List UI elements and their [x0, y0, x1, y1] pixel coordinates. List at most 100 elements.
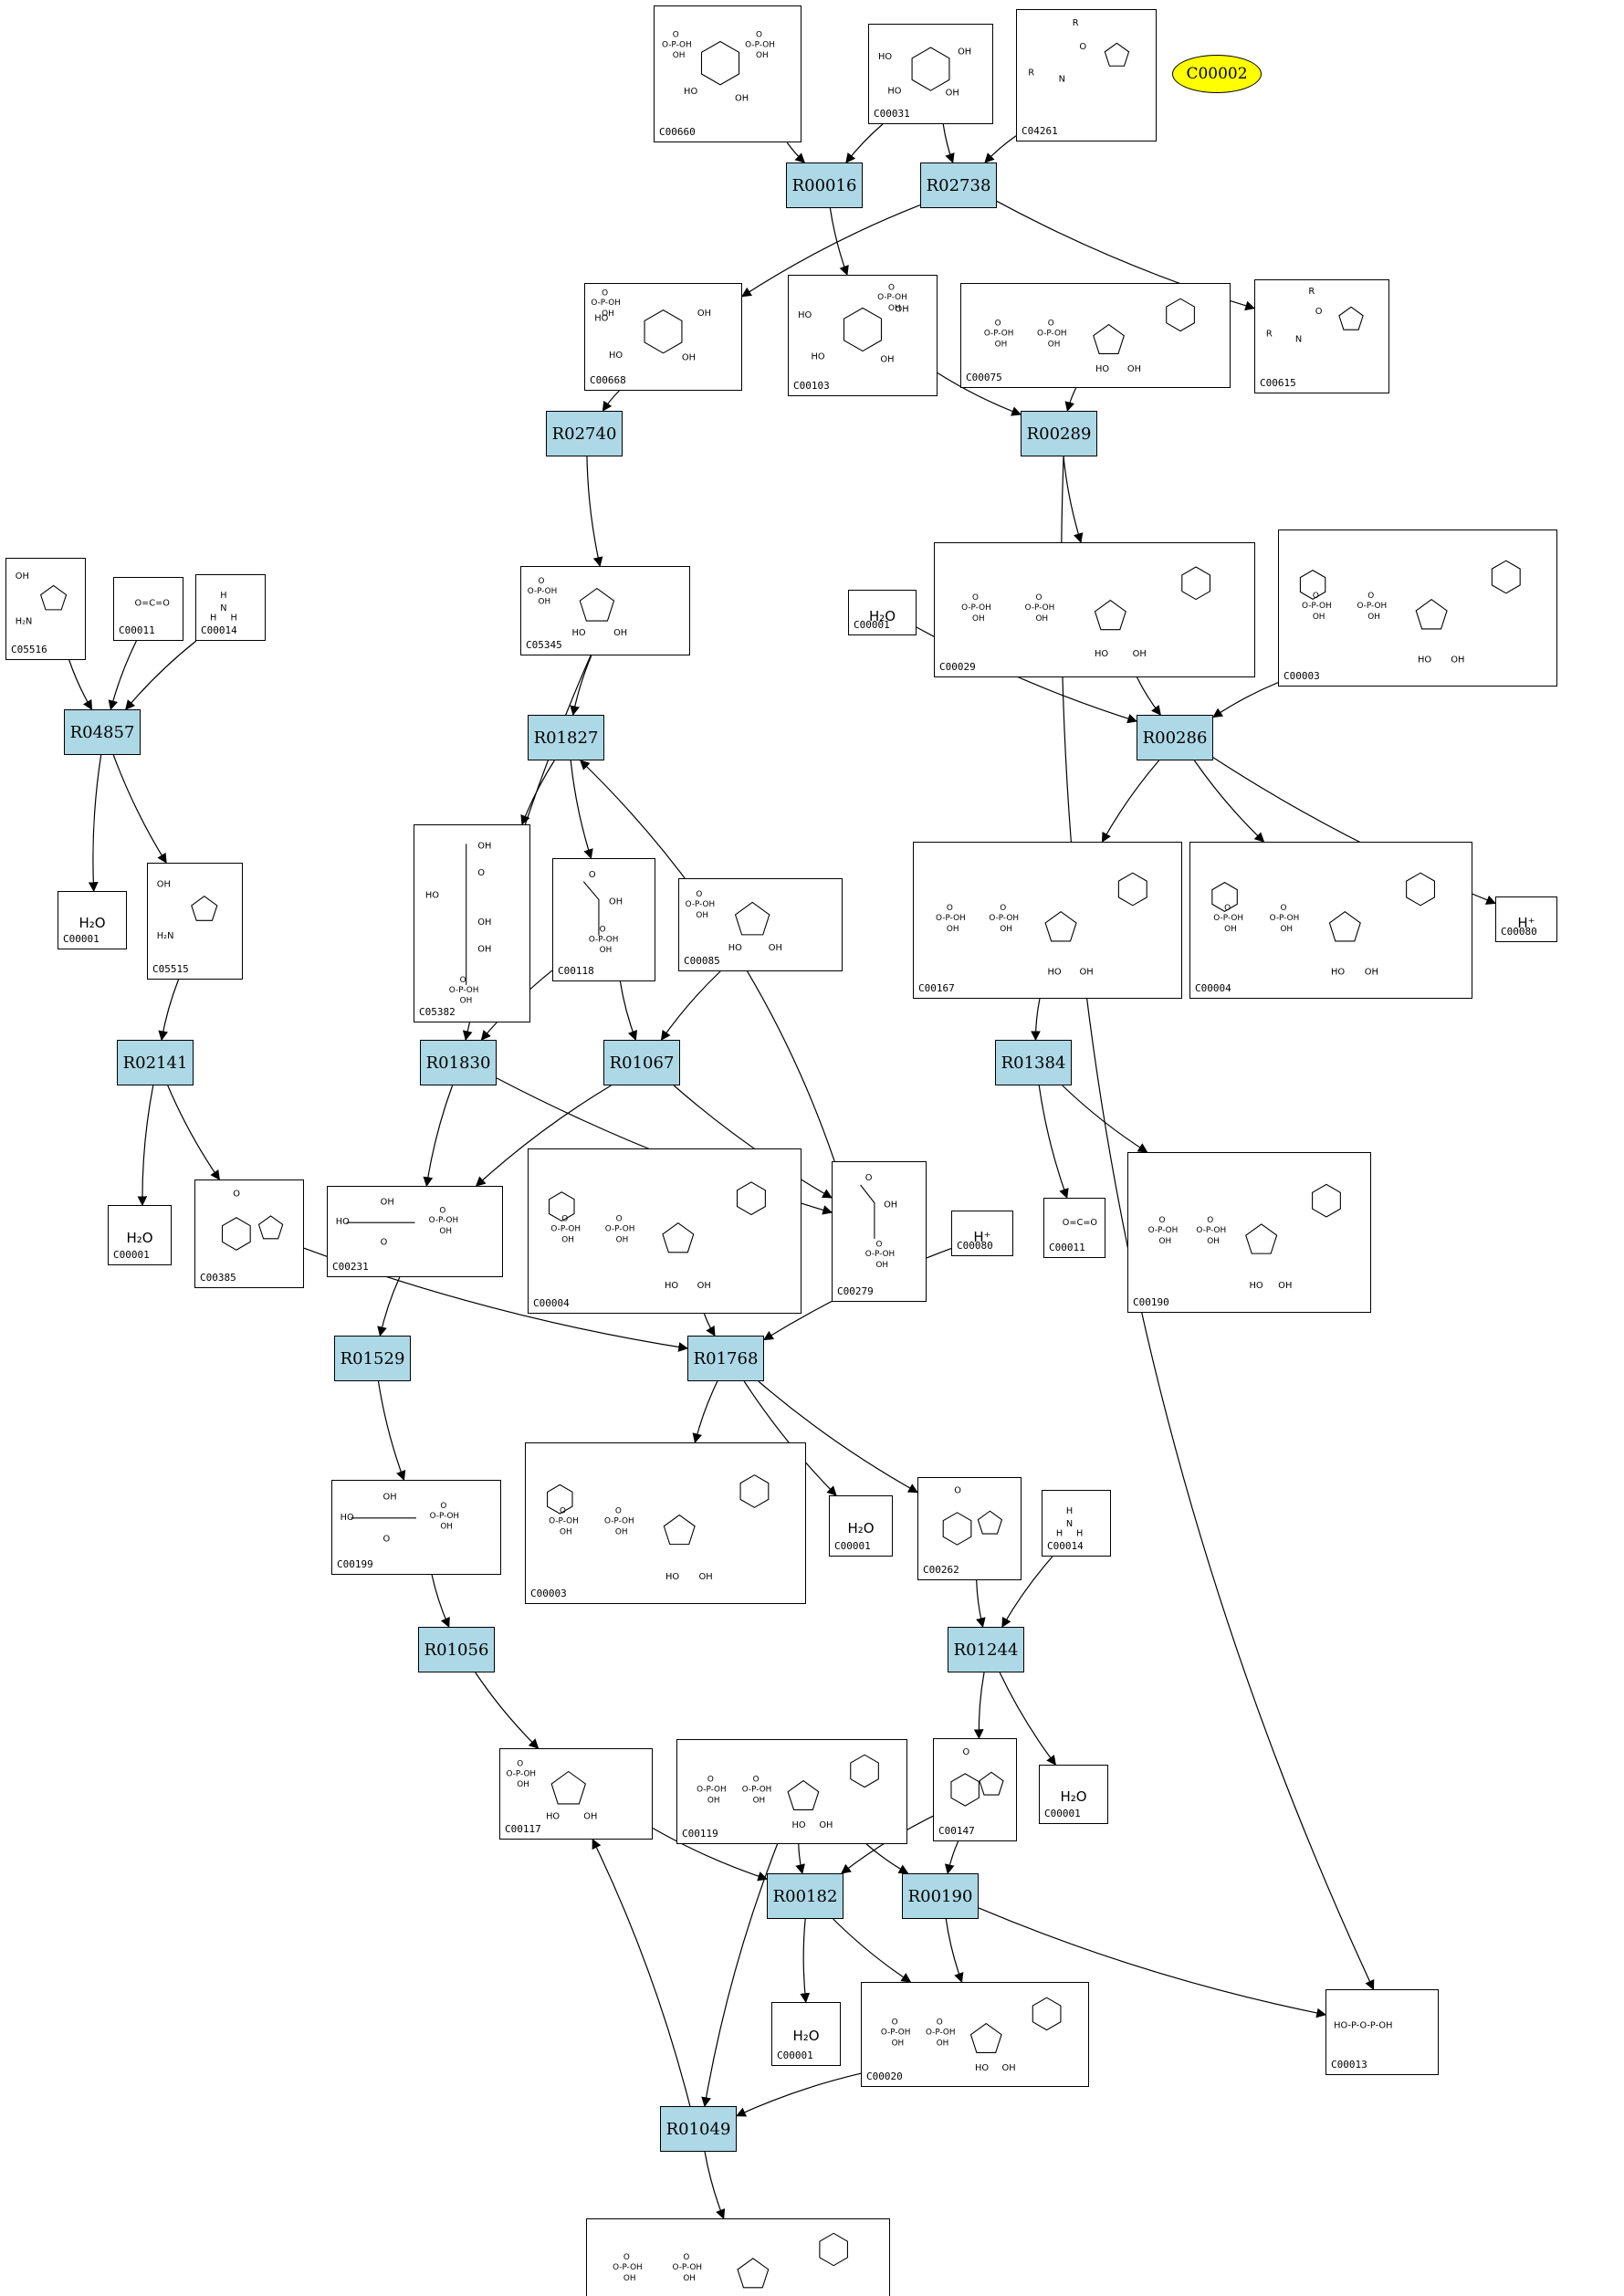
reaction-r02740[interactable]: R02740	[546, 411, 623, 456]
svg-text:O: O	[1224, 904, 1231, 913]
reaction-r01244[interactable]: R01244	[948, 1627, 1024, 1672]
compound-id-label: C00117	[505, 1823, 541, 1835]
svg-text:H: H	[220, 591, 226, 601]
reaction-r00182[interactable]: R00182	[767, 1873, 843, 1919]
svg-text:O-P-OH: O-P-OH	[1196, 1226, 1226, 1235]
reaction-r00286[interactable]: R00286	[1137, 715, 1213, 760]
svg-text:O: O	[937, 2018, 943, 2028]
svg-text:O: O	[753, 1776, 760, 1785]
compound-id-label: C00001	[1044, 1808, 1081, 1819]
reaction-r01384[interactable]: R01384	[995, 1040, 1072, 1085]
highlighted-compound-c00002[interactable]: C00002	[1172, 55, 1262, 93]
compound-formula: H₂O	[792, 2028, 820, 2045]
reaction-r01067[interactable]: R01067	[603, 1040, 680, 1085]
svg-text:OH: OH	[1207, 1237, 1220, 1246]
reaction-r01830[interactable]: R01830	[420, 1040, 497, 1085]
edge-r01827-to-c05382	[520, 760, 555, 826]
compound-id-label: C00031	[874, 108, 910, 120]
svg-text:OH: OH	[440, 1523, 453, 1532]
svg-text:O: O	[1315, 307, 1323, 317]
reaction-r01049[interactable]: R01049	[660, 2106, 737, 2152]
edge-c00014a-to-r04857	[125, 640, 197, 710]
reaction-r00190[interactable]: R00190	[902, 1873, 979, 1919]
edge-r01827-to-c00118	[570, 760, 593, 860]
compound-id-label: C00001	[854, 619, 890, 631]
svg-text:OH: OH	[1367, 613, 1380, 622]
svg-text:OH: OH	[381, 1198, 394, 1208]
svg-text:O: O	[1079, 42, 1086, 52]
compound-c00080[interactable]: H⁺C00080	[951, 1211, 1013, 1256]
svg-text:O-P-OH: O-P-OH	[865, 1250, 895, 1259]
reaction-r02738[interactable]: R02738	[920, 163, 997, 208]
svg-text:OH: OH	[1451, 655, 1464, 666]
reaction-r02141[interactable]: R02141	[117, 1040, 194, 1085]
reaction-r00289[interactable]: R00289	[1021, 411, 1097, 456]
svg-text:O-P-OH: O-P-OH	[1270, 914, 1300, 923]
edge-c00031-to-r00016	[845, 123, 884, 163]
reaction-r01529[interactable]: R01529	[334, 1336, 411, 1381]
reaction-r04857[interactable]: R04857	[64, 709, 141, 755]
svg-text:HO-P-O-P-OH: HO-P-O-P-OH	[1334, 2020, 1392, 2030]
svg-text:O-P-OH: O-P-OH	[605, 1225, 635, 1234]
svg-text:OH: OH	[995, 340, 1008, 349]
compound-c00080[interactable]: H⁺C00080	[1495, 896, 1557, 942]
reaction-r01056[interactable]: R01056	[418, 1627, 495, 1672]
svg-text:OH: OH	[623, 2274, 636, 2283]
reaction-r01768[interactable]: R01768	[687, 1336, 764, 1381]
edge-r01244-to-c00001e	[999, 1672, 1056, 1766]
svg-text:O: O	[616, 1215, 623, 1224]
svg-text:O: O	[954, 1486, 961, 1496]
reaction-r00016[interactable]: R00016	[786, 163, 863, 208]
svg-text:O-P-OH: O-P-OH	[589, 935, 619, 944]
reaction-r01827[interactable]: R01827	[528, 715, 604, 760]
edge-c00118-to-r01067	[619, 980, 638, 1042]
compound-id-label: C00003	[1283, 670, 1320, 682]
